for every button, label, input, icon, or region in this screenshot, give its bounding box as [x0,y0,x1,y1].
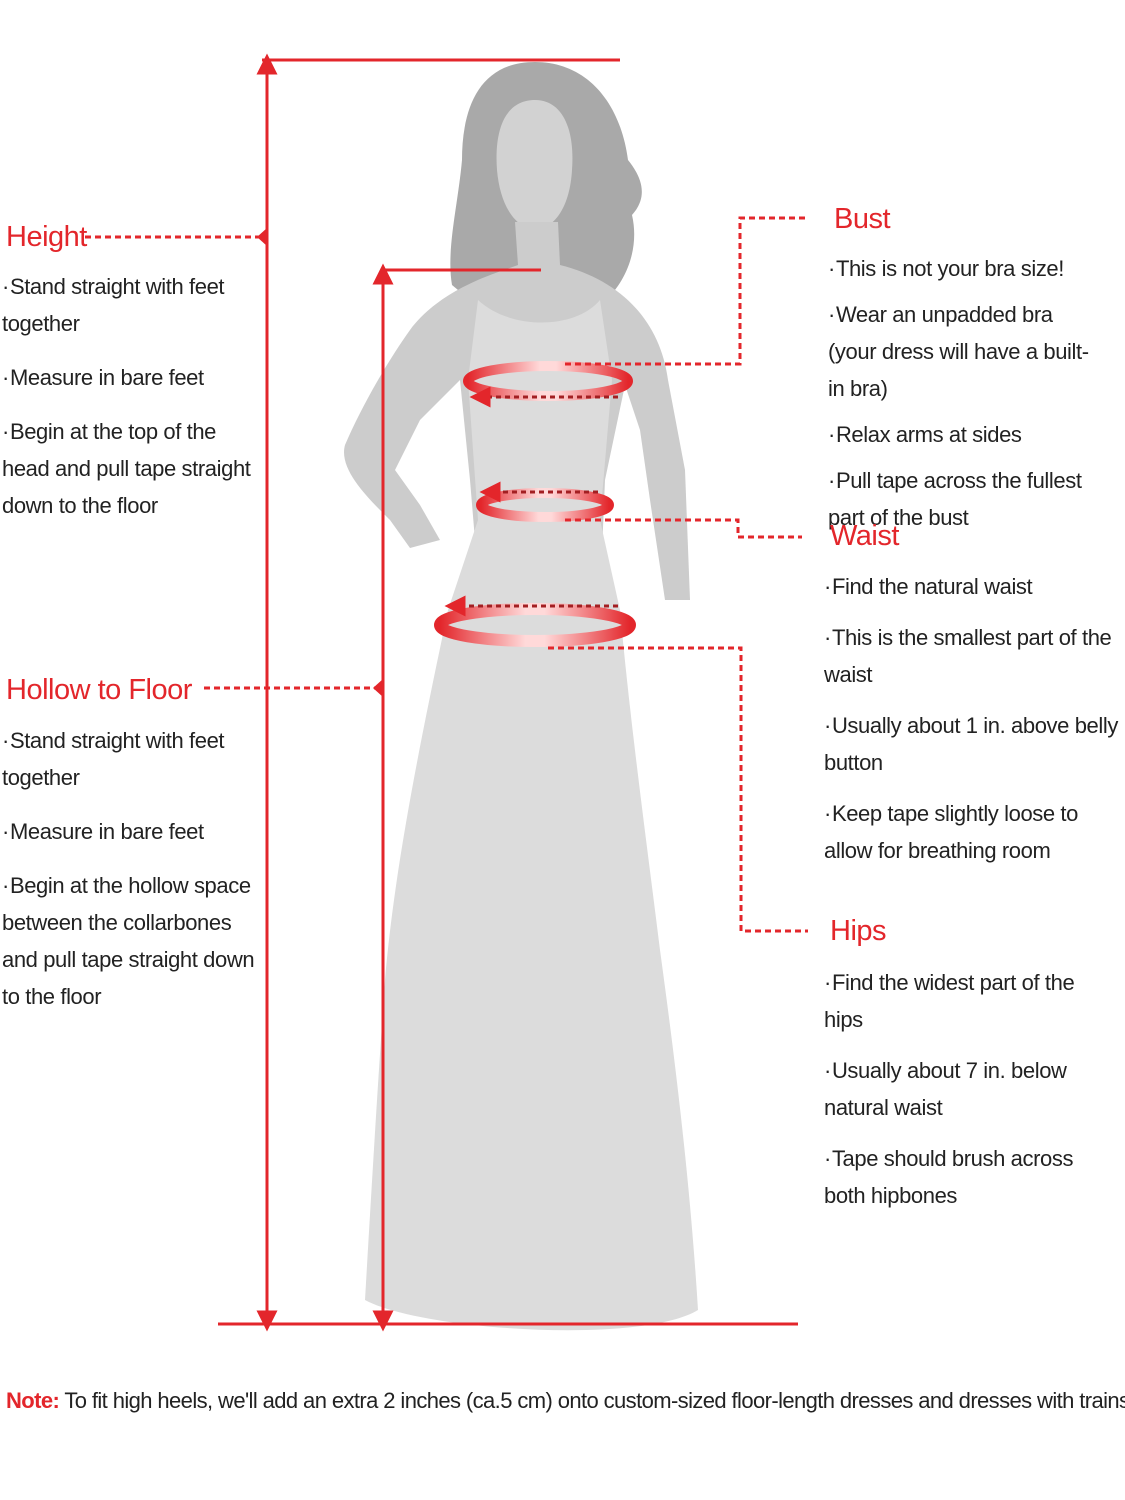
waist-bullet: This is the smallest part of the waist [824,619,1124,693]
dress [365,300,698,1331]
hips-bullet: Find the widest part of the hips [824,964,1104,1038]
hips-bullet: Usually about 7 in. below natural waist [824,1052,1104,1126]
hips-title: Hips [830,915,887,947]
bust-band [463,361,633,401]
face [496,100,573,230]
hollow-bullet: Measure in bare feet [2,813,264,850]
note-text: To fit high heels, we'll add an extra 2 … [59,1388,1125,1413]
height-instructions: Stand straight with feet together Measur… [2,268,264,541]
waist-leader [565,518,802,539]
height-bullet: Begin at the top of the head and pull ta… [2,413,264,524]
bust-instructions: This is not your bra size! Wear an unpad… [828,250,1103,545]
hollow-bullet: Stand straight with feet together [2,722,264,796]
height-bullet: Measure in bare feet [2,359,264,396]
bust-bullet: Pull tape across the fullest part of the… [828,462,1103,536]
body-silhouette [344,62,698,1331]
hips-bullet: Tape should brush across both hipbones [824,1140,1104,1214]
waist-title: Waist [830,520,899,552]
bust-bullet: This is not your bra size! [828,250,1103,287]
height-title: Height [6,221,87,253]
bust-bullet: Wear an unpadded bra (your dress will ha… [828,296,1103,407]
waist-bullet: Usually about 1 in. above belly button [824,707,1124,781]
height-bullet: Stand straight with feet together [2,268,264,342]
hips-band [434,603,636,647]
waist-bullet: Keep tape slightly loose to allow for br… [824,795,1124,869]
hollow-instructions: Stand straight with feet together Measur… [2,722,264,1032]
waist-instructions: Find the natural waist This is the small… [824,568,1124,883]
height-leader-tip [257,228,267,246]
bust-bullet: Relax arms at sides [828,416,1103,453]
bust-leader [565,216,805,366]
footnote: Note: To fit high heels, we'll add an ex… [6,1386,1125,1416]
hips-leader [548,646,808,933]
hollow-title: Hollow to Floor [6,674,192,706]
waist-bullet: Find the natural waist [824,568,1124,605]
hollow-leader-tip [373,679,383,697]
bust-title: Bust [834,203,891,235]
waist-band [476,488,614,522]
hollow-bullet: Begin at the hollow space between the co… [2,867,264,1015]
hips-instructions: Find the widest part of the hips Usually… [824,964,1104,1228]
note-label: Note: [6,1388,60,1413]
